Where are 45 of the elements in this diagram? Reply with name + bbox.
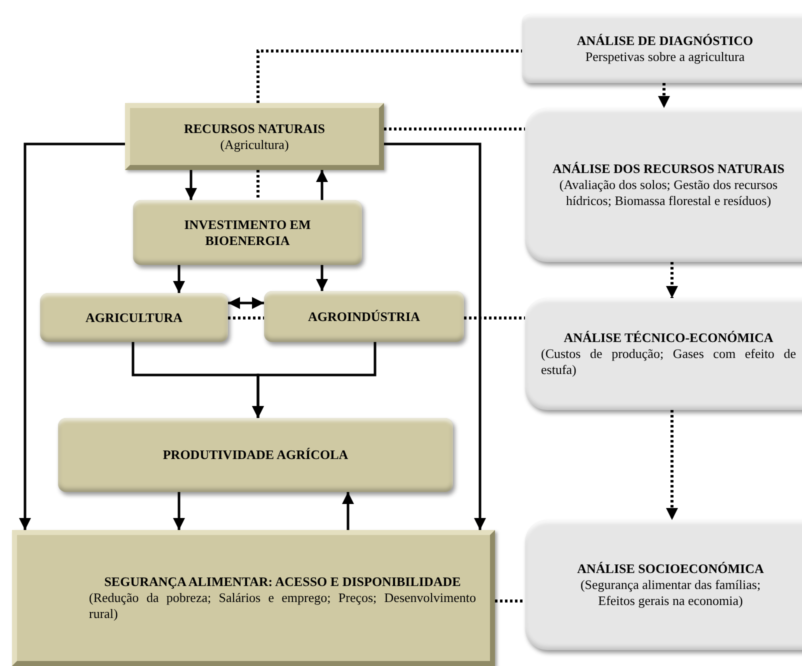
arrow	[316, 265, 328, 291]
box-description: Perspetivas sobre a agricultura	[584, 48, 746, 64]
box-title: SEGURANÇA ALIMENTAR: ACESSO E DISPONIBILIDADE	[103, 574, 462, 590]
dotted-connector	[256, 170, 260, 200]
arrow	[228, 297, 264, 309]
box-title: ANÁLISE DE DIAGNÓSTICO	[576, 32, 754, 48]
process-box	[264, 291, 464, 342]
box-description: (Segurança alimentar das famílias; Efeitos gerais na economia)	[579, 577, 762, 609]
analysis-box	[525, 298, 802, 410]
dotted-connector	[666, 410, 678, 520]
process-box	[133, 200, 362, 265]
box-description: (Agricultura)	[219, 136, 290, 152]
analysis-box	[522, 14, 802, 83]
dotted-connector	[228, 316, 264, 320]
dotted-connector	[256, 50, 522, 103]
box-description: (Redução da pobreza; Salários e emprego; Preços; Desenvolvimento rural)	[89, 590, 476, 622]
box-title: ANÁLISE DOS RECURSOS NATURAIS	[551, 161, 786, 177]
process-box	[12, 530, 495, 666]
arrow	[316, 170, 328, 200]
analysis-box	[525, 520, 802, 650]
arrow	[19, 142, 125, 530]
box-title: INVESTIMENTO EM BIOENERGIA	[183, 216, 312, 248]
arrow	[384, 142, 486, 530]
dotted-connector	[384, 128, 525, 130]
box-description: (Custos de produção; Gases com efeito de estufa)	[541, 346, 796, 378]
box-title: AGROINDÚSTRIA	[307, 308, 421, 324]
box-title: PRODUTIVIDADE AGRÍCOLA	[162, 447, 350, 463]
arrow	[173, 265, 185, 293]
process-box	[40, 293, 228, 342]
arrow	[252, 342, 376, 418]
box-description: (Avaliação dos solos; Gestão dos recursos hídricos; Biomassa florestal e resíduos)	[558, 177, 779, 209]
arrow	[173, 492, 185, 530]
dotted-connector	[464, 316, 525, 320]
process-box	[125, 103, 384, 170]
dotted-connector	[658, 83, 670, 108]
box-title: RECURSOS NATURAIS	[183, 120, 326, 136]
box-title: AGRICULTURA	[84, 310, 184, 326]
arrow	[342, 492, 354, 530]
process-box	[58, 418, 453, 492]
dotted-connector	[495, 600, 525, 602]
dotted-connector	[666, 262, 678, 298]
analysis-box	[525, 108, 802, 262]
box-title: ANÁLISE SOCIOECONÓMICA	[576, 561, 765, 577]
box-title: ANÁLISE TÉCNICO-ECONÓMICA	[562, 330, 774, 346]
arrow	[185, 170, 197, 200]
